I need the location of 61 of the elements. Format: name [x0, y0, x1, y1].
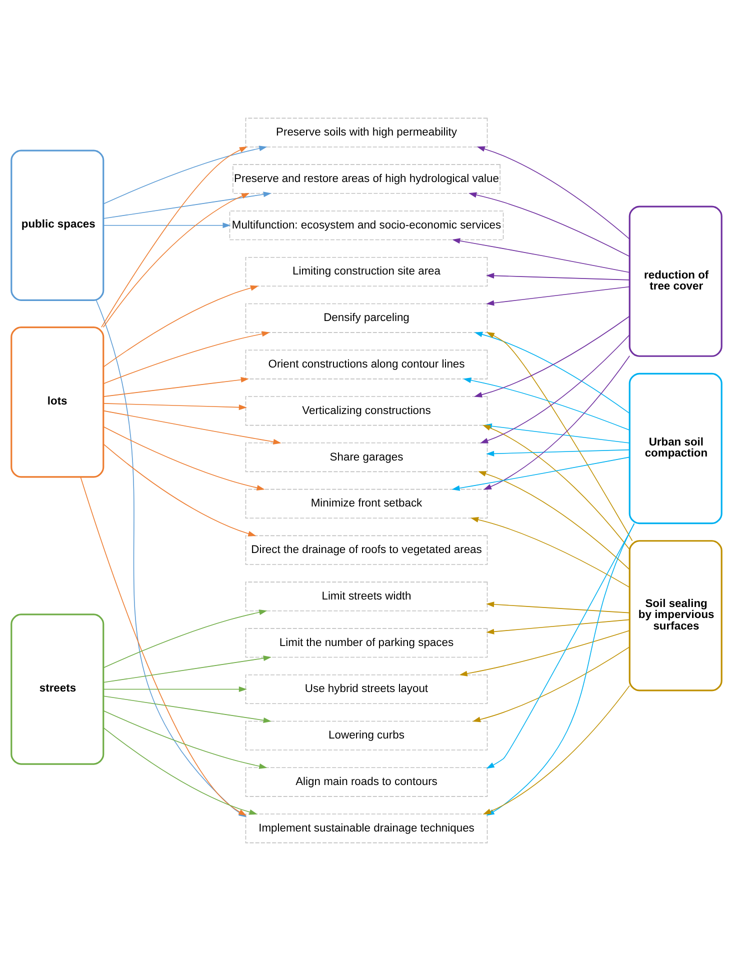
arrow: [102, 192, 250, 328]
arrow: [482, 685, 630, 814]
node-box: Orient constructions along contour lines: [245, 350, 488, 380]
node-box: Limit streets width: [245, 582, 488, 612]
node-box: lots: [10, 326, 104, 478]
arrow: [101, 146, 248, 328]
node-box: streets: [10, 614, 104, 765]
arrow: [103, 656, 272, 683]
arrow: [103, 686, 247, 692]
arrow: [459, 630, 630, 676]
arrow: [486, 272, 630, 280]
node-box: Soil sealing by impervious surfaces: [628, 540, 722, 692]
arrow: [103, 403, 247, 410]
arrow: [474, 316, 630, 398]
arrow: [103, 285, 259, 368]
node-box: Limit the number of parking spaces: [245, 628, 488, 658]
node-box: Minimize front setback: [245, 488, 488, 518]
arrow: [476, 146, 630, 240]
node-box: Preserve soils with high permeability: [245, 118, 488, 148]
node-box: Share garages: [245, 442, 488, 472]
arrow: [103, 696, 272, 723]
node-box: Multifunction: ecosystem and socio-economic services: [229, 210, 504, 240]
arrow: [480, 334, 630, 444]
node-box: Lowering curbs: [245, 720, 488, 750]
arrow: [486, 523, 635, 769]
arrow: [452, 456, 630, 491]
node-box: Limiting construction site area: [245, 256, 488, 287]
arrow: [103, 610, 268, 668]
node-box: reduction of tree cover: [628, 206, 722, 357]
node-box: Preserve and restore areas of high hydrological value: [232, 164, 500, 194]
arrow: [103, 146, 268, 204]
arrow: [470, 516, 630, 588]
arrow: [478, 471, 630, 570]
node-box: Urban soil compaction: [628, 372, 722, 524]
node-box: Direct the drainage of roofs to vegetated areas: [245, 535, 488, 565]
arrow: [103, 331, 270, 384]
arrow: [486, 286, 630, 306]
node-box: Implement sustainable drainage techniques: [245, 814, 488, 844]
node-box: Use hybrid streets layout: [245, 674, 488, 704]
node-box: public spaces: [10, 150, 104, 301]
arrow: [80, 476, 247, 816]
arrow: [486, 332, 633, 542]
arrow: [474, 332, 630, 414]
node-box: Verticalizing constructions: [245, 396, 488, 426]
arrow: [103, 410, 282, 445]
arrow: [103, 710, 268, 769]
arrow: [486, 449, 630, 456]
arrow: [468, 192, 630, 257]
arrow: [103, 444, 256, 536]
arrow: [486, 619, 630, 634]
node-box: Densify parceling: [245, 303, 488, 333]
arrow: [472, 646, 630, 722]
arrow: [103, 727, 258, 815]
arrow: [103, 426, 265, 491]
arrow: [486, 602, 630, 614]
arrow: [482, 425, 630, 550]
node-box: Align main roads to contours: [245, 767, 488, 797]
arrow: [103, 192, 272, 219]
arrow: [452, 238, 630, 273]
arrow: [103, 222, 231, 228]
arrow: [103, 377, 249, 397]
